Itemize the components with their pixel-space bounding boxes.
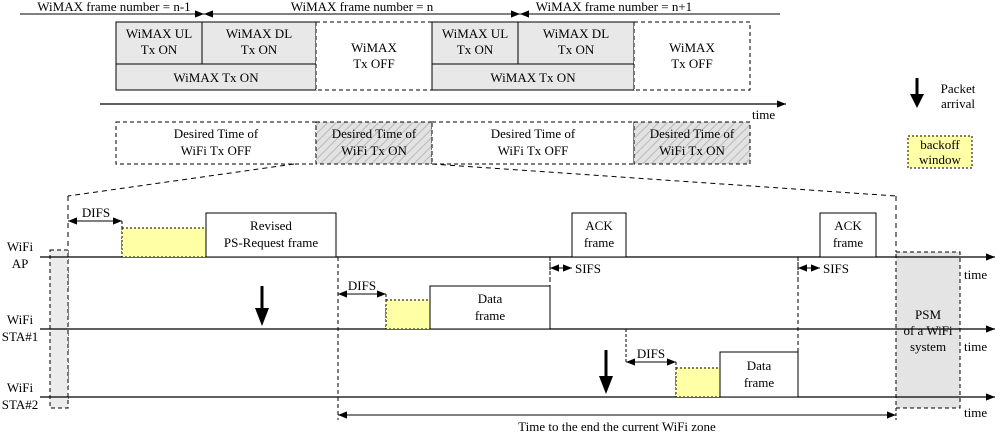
backoff-window [675,367,721,398]
wifi-zone-label: Time to the end the current WiFi zone [518,419,716,434]
wimax-dl-label: WiMAX DL [226,26,292,41]
timelines: time time time [40,253,995,420]
ack-frame [819,212,877,258]
wimax-time-axis: time [100,100,786,122]
sifs-label: SIFS [823,261,849,276]
psm-system-label: system [910,339,946,354]
desired-wifi-off-label: WiFi Tx OFF [498,143,569,158]
wimax-off-label: WiMAX [669,40,715,55]
ack-label: ACK [834,218,862,233]
packet-arrival-icon [599,350,613,394]
time-label: time [964,267,987,282]
wimax-dl-tx-on-label: Tx ON [558,42,595,57]
frame-number-n: WiMAX frame number = n [291,0,434,14]
sta1-row: DIFS Data frame [255,278,551,330]
wimax-ul-block [115,21,203,65]
desired-wifi-off-block [115,121,317,165]
psm-wifi-label: of a WiFi [903,323,952,338]
data-frame [719,351,799,398]
wimax-tx-off-label: Tx OFF [353,56,395,71]
row-ap-label: WiFi [7,239,34,254]
wimax-tx-off-label: Tx OFF [671,56,713,71]
wimax-dl-tx-on-label: Tx ON [241,42,278,57]
backoff-window [385,299,431,330]
sifs-label: SIFS [575,261,601,276]
data-label: Data [478,291,503,306]
packet-arrival-icon [910,78,924,108]
wimax-tx-on-block [431,63,635,91]
revised-ps-request-frame [205,212,337,258]
time-label: time [964,405,987,420]
ap-row: DIFS Revised PS-Request frame ACK frame … [68,205,877,278]
desired-time-label: Desired Time of [491,126,576,141]
legend-arrival-label: arrival [941,96,975,111]
difs-label: DIFS [348,278,376,293]
frame-number-n-plus-1: WiMAX frame number = n+1 [536,0,692,14]
row-sta1-label: WiFi [7,312,34,327]
row-sta2-label-2: STA#2 [2,397,39,412]
row-labels: WiFi AP WiFi STA#1 WiFi STA#2 [2,239,39,412]
legend: Packet arrival backoff window [907,78,976,169]
row-sta1-label-2: STA#1 [2,329,39,344]
ack-label: ACK [585,218,613,233]
legend-backoff-label: backoff [920,137,960,152]
legend-packet-label: Packet [941,81,976,96]
legend-backoff-swatch [907,135,973,169]
desired-wifi-windows: Desired Time of WiFi Tx OFF Desired Time… [115,121,751,165]
wimax-ul-label: WiMAX UL [442,26,508,41]
wimax-tx-on-block [115,63,317,91]
desired-time-label: Desired Time of [650,126,735,141]
wifi-zone-span: Time to the end the current WiFi zone [338,408,897,434]
difs-label: DIFS [637,346,665,361]
sta2-row: DIFS Data frame [599,329,799,398]
data-label: Data [747,358,772,373]
packet-arrival-icon [255,286,269,326]
wimax-frames: WiMAX UL Tx ON WiMAX DL Tx ON WiMAX Tx O… [115,21,751,91]
row-sta2-label: WiFi [7,380,34,395]
data-frame [429,285,551,330]
time-label: time [752,107,775,122]
desired-time-label: Desired Time of [174,126,259,141]
wimax-ul-label: WiMAX UL [126,26,192,41]
wimax-off-label: WiMAX [351,40,397,55]
revised-label: Revised [250,218,292,233]
backoff-window [121,227,207,258]
desired-wifi-on-label: WiFi Tx ON [341,143,407,158]
psm-block [895,251,961,409]
desired-time-label: Desired Time of [332,126,417,141]
ps-request-frame-label: PS-Request frame [224,235,318,250]
wimax-dl-label: WiMAX DL [543,26,609,41]
desired-wifi-off-label: WiFi Tx OFF [181,143,252,158]
timing-guides [337,257,799,420]
data-frame-label: frame [744,375,775,390]
desired-wifi-on-block [315,121,433,165]
frame-number-row: WiMAX frame number = n-1 WiMAX frame num… [20,0,780,18]
frame-number-n-1: WiMAX frame number = n-1 [37,0,190,14]
ack-frame [571,212,627,258]
desired-wifi-off-block [431,121,635,165]
desired-wifi-on-label: WiFi Tx ON [659,143,725,158]
difs-label: DIFS [82,205,110,220]
time-label: time [964,339,987,354]
psm-label: PSM [915,307,941,322]
wimax-tx-off-block [633,21,751,91]
data-frame-label: frame [475,308,506,323]
ack-frame-label: frame [833,235,864,250]
row-ap-label-2: AP [12,256,29,271]
wimax-ul-tx-on-label: Tx ON [141,42,178,57]
legend-window-label: window [919,152,962,167]
ack-frame-label: frame [584,235,615,250]
wimax-tx-on-label: WiMAX Tx ON [173,70,259,85]
wimax-tx-on-label: WiMAX Tx ON [490,70,576,85]
desired-wifi-on-block [633,121,751,165]
wimax-ul-tx-on-label: Tx ON [457,42,494,57]
